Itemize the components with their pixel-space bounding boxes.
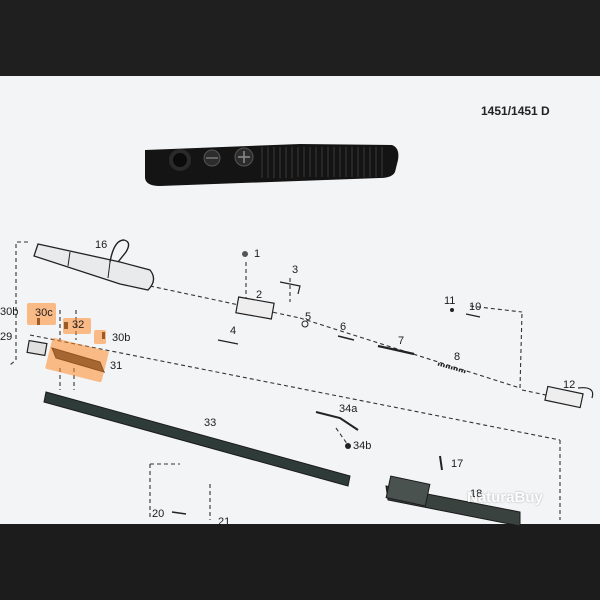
part-34b-screw — [345, 443, 351, 449]
label-part-33: 33 — [204, 417, 217, 429]
part-29-bushing — [26, 339, 48, 357]
label-part-6: 6 — [340, 321, 347, 333]
label-part-29: 29 — [0, 331, 13, 343]
label-part-21: 21 — [218, 516, 231, 528]
part-17-pin — [439, 455, 443, 471]
part-16-bolt — [33, 239, 155, 291]
label-part-18: 18 — [470, 488, 483, 500]
label-part-1: 1 — [254, 248, 261, 260]
label-part-7: 7 — [398, 335, 405, 347]
part-5-washer — [301, 320, 309, 328]
label-part-2: 2 — [256, 289, 263, 301]
part-3-spring-clip — [279, 281, 301, 295]
label-part-8: 8 — [454, 351, 461, 363]
part-1-pin — [242, 251, 248, 257]
label-part-30c: 30c — [35, 307, 53, 319]
naturabuy-watermark: NaturaBuy — [467, 489, 543, 506]
part-12-assembly — [544, 385, 594, 409]
paper-sheet — [0, 76, 600, 526]
bottom-dark-band — [0, 524, 600, 600]
label-part-12: 12 — [563, 379, 576, 391]
label-part-31: 31 — [110, 360, 123, 372]
label-part-20: 20 — [152, 508, 165, 520]
part-18-receiver — [385, 475, 521, 527]
part-8-spring — [437, 362, 467, 374]
label-part-34a: 34a — [339, 403, 358, 415]
part-2-block — [235, 296, 275, 320]
label-part-32: 32 — [72, 319, 85, 331]
highlight-30c — [27, 303, 56, 325]
label-part-11: 11 — [444, 295, 456, 307]
part-10-pin — [465, 313, 481, 318]
label-part-16: 16 — [95, 239, 108, 251]
label-part-10: 10 — [469, 301, 482, 313]
part-7-rod — [377, 344, 415, 356]
part-34a-spring — [315, 411, 359, 431]
label-part-17: 17 — [451, 458, 464, 470]
highlight-30b — [94, 330, 106, 344]
label-part-30b-top: 30b — [0, 306, 19, 318]
label-part-4: 4 — [230, 325, 237, 337]
part-6-pin — [337, 335, 355, 341]
label-part-5: 5 — [305, 311, 312, 323]
label-part-34b: 34b — [353, 440, 372, 452]
highlight-32 — [63, 318, 91, 334]
part-33-barrel — [43, 391, 351, 487]
black-trigger-part — [145, 144, 399, 186]
part-20-pin — [171, 511, 187, 515]
model-title: 1451/1451 D — [481, 104, 550, 118]
label-part-3: 3 — [292, 264, 299, 276]
top-dark-band — [0, 0, 600, 80]
part-11-pin — [450, 308, 454, 312]
part-4-pin — [217, 339, 239, 345]
label-part-30b: 30b — [112, 332, 131, 344]
